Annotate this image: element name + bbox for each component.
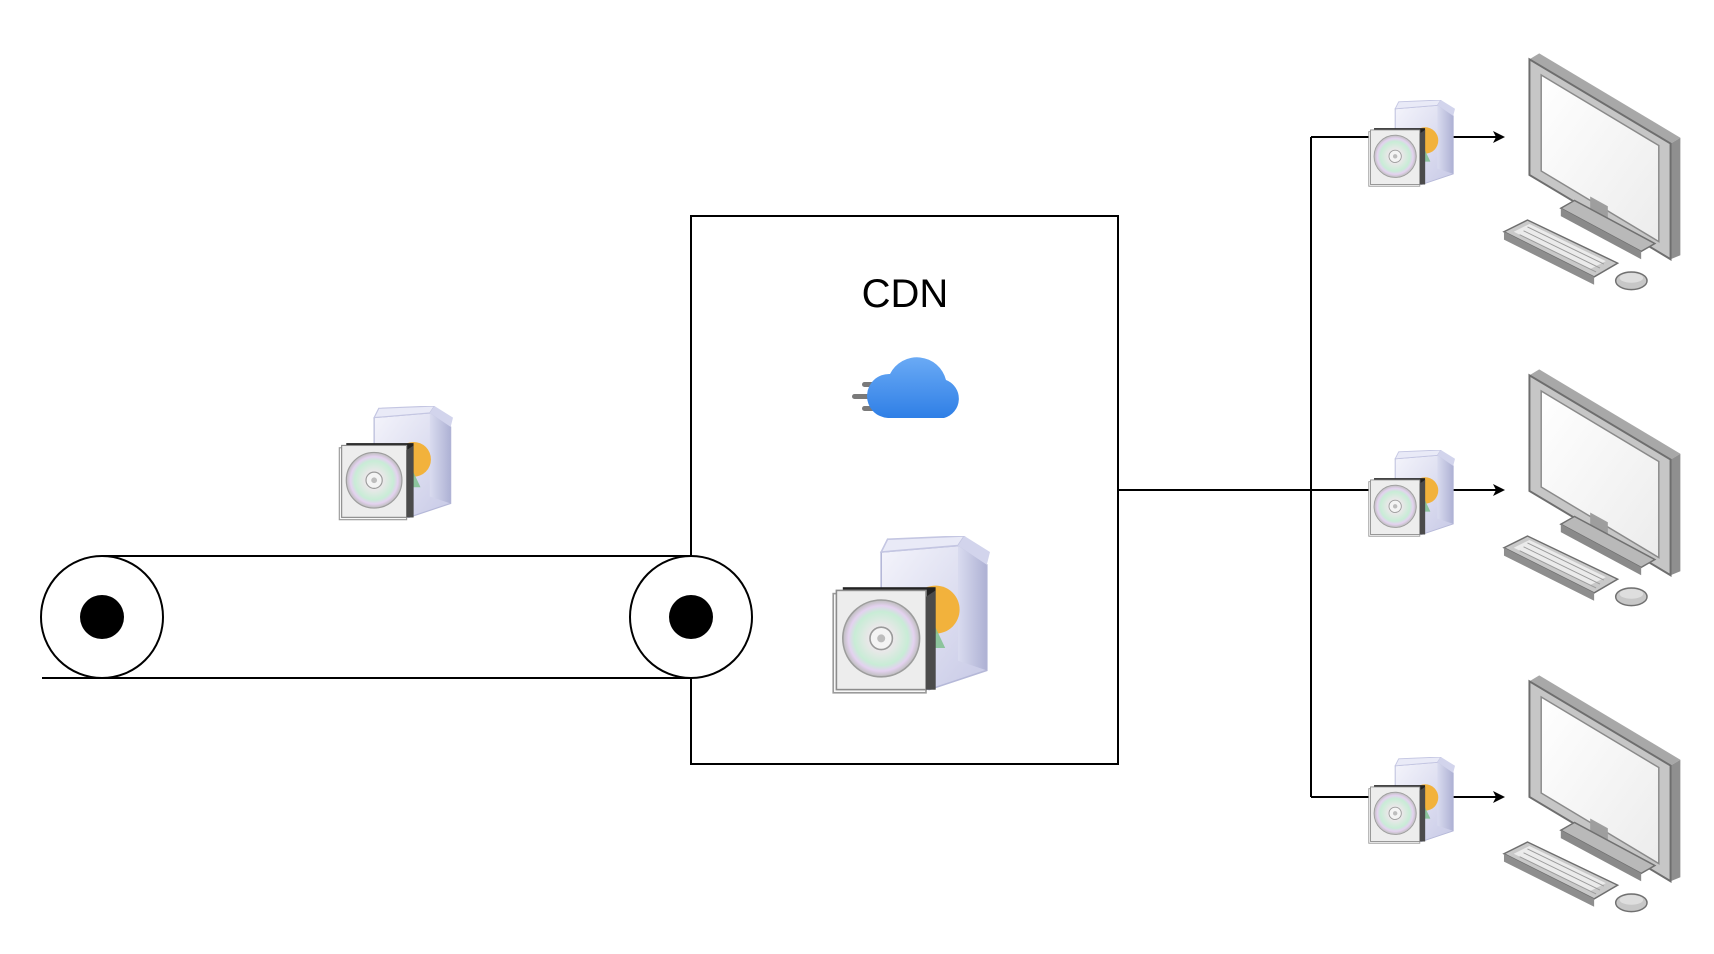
cloud-icon	[852, 357, 959, 418]
software-package-icon	[1368, 450, 1456, 537]
software-package-icon	[1368, 757, 1456, 844]
conveyor-roller-left	[40, 555, 164, 679]
software-package-icon	[338, 406, 454, 521]
software-package-icon	[832, 536, 991, 694]
conveyor-roller-right	[629, 555, 753, 679]
desktop-computer-icon	[1502, 674, 1682, 913]
cdn-label: CDN	[862, 272, 949, 316]
conveyor-belt-icon	[40, 555, 753, 679]
software-package-icon	[1368, 100, 1456, 187]
desktop-computer-icon	[1502, 368, 1682, 607]
desktop-computer-icon	[1502, 52, 1682, 291]
